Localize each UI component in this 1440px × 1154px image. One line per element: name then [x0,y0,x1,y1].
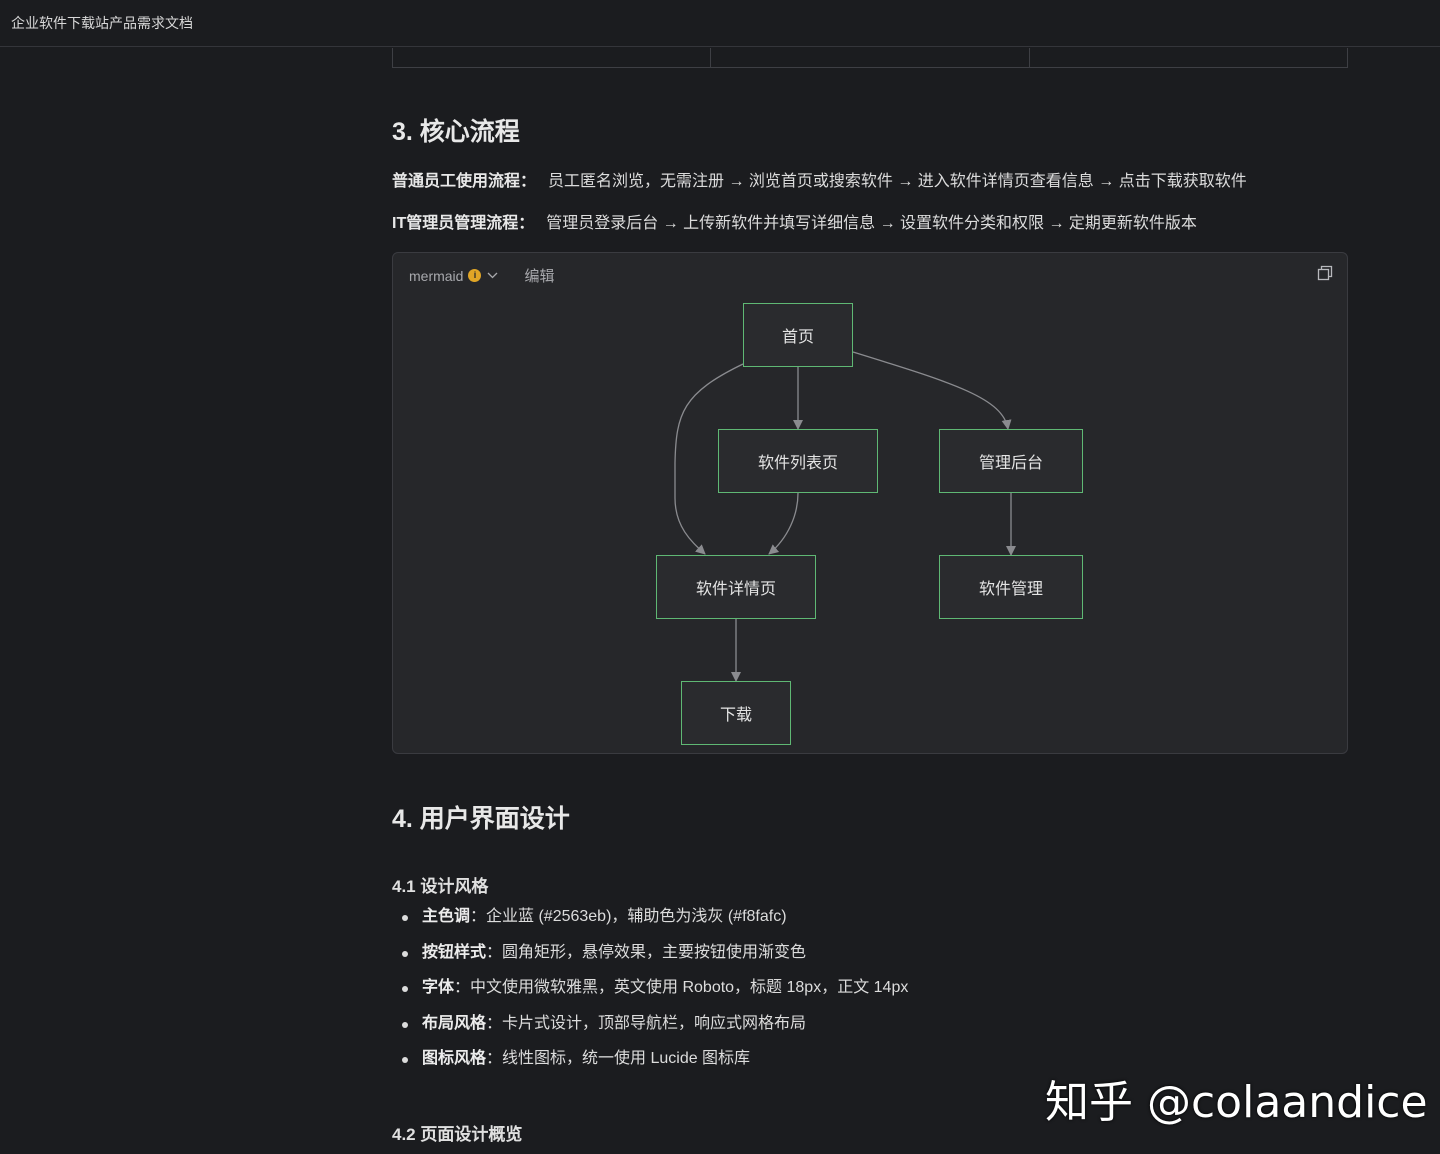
item-label: 按钮样式 [422,943,487,961]
flow-label: 普通员工使用流程： [392,173,537,190]
language-label[interactable]: mermaid [409,267,464,284]
mermaid-code-block: mermaid i 编辑 首页 软件列表页 管理后台 [392,252,1348,754]
copy-icon[interactable] [1317,265,1333,281]
item-text: ：中文使用微软雅黑，英文使用 Roboto，标题 18px，正文 14px [454,979,909,996]
item-text: ：圆角矩形，悬停效果，主要按钮使用渐变色 [486,943,807,961]
subheading-design-style: 4.1 设计风格 [392,877,489,896]
item-label: 图标风格 [422,1050,487,1067]
node-download: 下载 [681,681,791,745]
item-label: 字体 [422,979,455,996]
design-style-list: 主色调：企业蓝 (#2563eb)，辅助色为浅灰 (#f8fafc) 按钮样式：… [400,906,908,1084]
flow-employee: 普通员工使用流程： 员工匿名浏览，无需注册 → 浏览首页或搜索软件 → 进入软件详… [392,167,1247,191]
mermaid-header: mermaid i 编辑 [409,265,554,286]
section-heading-ui-design: 4. 用户界面设计 [392,805,570,833]
flow-admin: IT管理员管理流程： 管理员登录后台 → 上传新软件并填写详细信息 → 设置软件分… [392,209,1197,233]
node-software-detail: 软件详情页 [656,555,816,619]
flowchart-edges [674,351,1016,682]
flow-text: 管理员登录后台 → 上传新软件并填写详细信息 → 设置软件分类和权限 → 定期更… [546,215,1197,232]
flow-text: 员工匿名浏览，无需注册 → 浏览首页或搜索软件 → 进入软件详情页查看信息 → … [548,173,1247,190]
list-item: 图标风格：线性图标，统一使用 Lucide 图标库 [400,1048,908,1084]
previous-table-bottom [392,48,1348,68]
item-text: ：卡片式设计，顶部导航栏，响应式网格布局 [486,1014,807,1032]
node-software-manage: 软件管理 [939,555,1083,619]
flow-label: IT管理员管理流程： [392,215,535,232]
watermark: 知乎 @colaandice [1045,1077,1428,1128]
item-text: ：企业蓝 (#2563eb)，辅助色为浅灰 (#f8fafc) [470,908,787,925]
list-item: 主色调：企业蓝 (#2563eb)，辅助色为浅灰 (#f8fafc) [400,906,908,942]
node-admin-backend: 管理后台 [939,429,1083,493]
list-item: 字体：中文使用微软雅黑，英文使用 Roboto，标题 18px，正文 14px [400,977,908,1013]
item-text: ：线性图标，统一使用 Lucide 图标库 [486,1050,751,1067]
table-cell [711,48,1030,67]
chevron-down-icon[interactable] [487,270,498,282]
node-software-list: 软件列表页 [718,429,878,493]
node-home: 首页 [743,303,853,367]
list-item: 按钮样式：圆角矩形，悬停效果，主要按钮使用渐变色 [400,942,908,978]
section-heading-core-flow: 3. 核心流程 [392,118,520,146]
table-cell [1030,48,1347,67]
info-icon[interactable]: i [468,269,482,282]
subheading-page-overview: 4.2 页面设计概览 [392,1125,523,1144]
table-cell [393,48,712,67]
title-bar: 企业软件下载站产品需求文档 [0,0,1440,47]
item-label: 主色调 [422,908,471,925]
item-label: 布局风格 [422,1014,487,1032]
edit-button[interactable]: 编辑 [524,268,555,285]
list-item: 布局风格：卡片式设计，顶部导航栏，响应式网格布局 [400,1013,908,1049]
document-title: 企业软件下载站产品需求文档 [11,15,193,31]
